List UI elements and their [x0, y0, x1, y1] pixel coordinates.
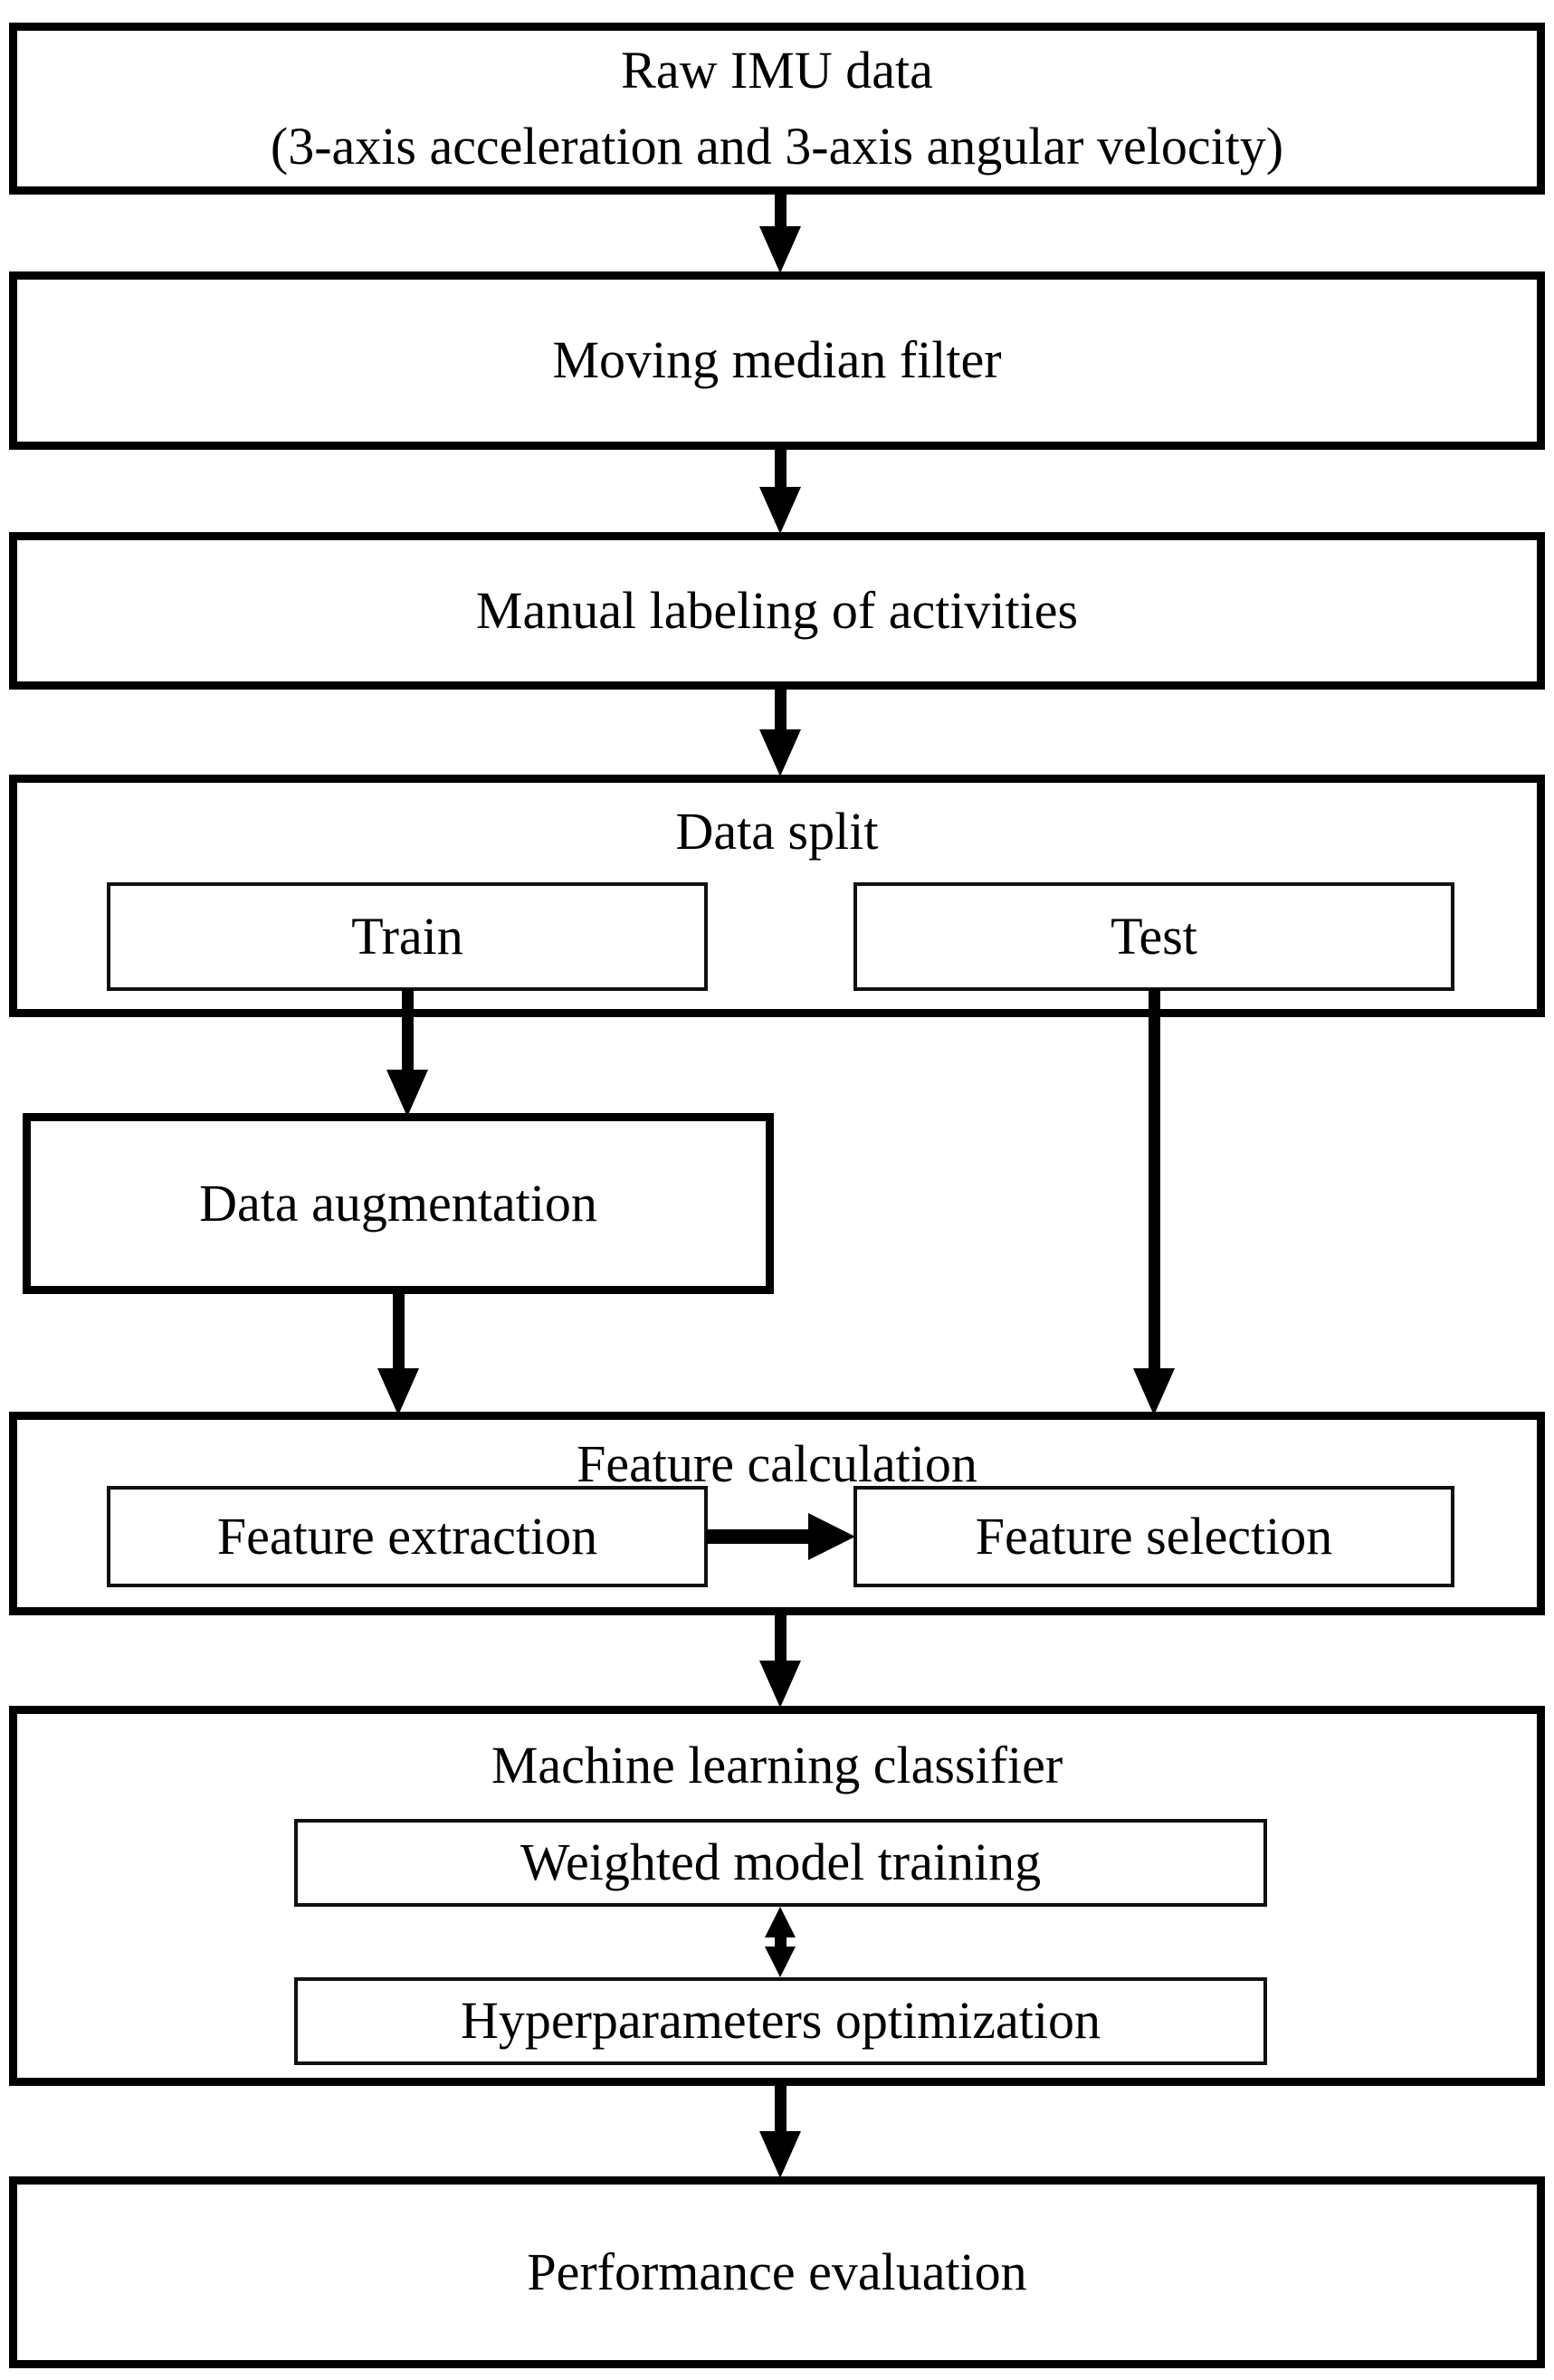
arrowhead-down-icon	[759, 226, 801, 273]
node-hyperparameters-optimization: Hyperparameters optimization	[294, 1977, 1267, 2065]
median-filter-label: Moving median filter	[552, 330, 1002, 390]
feature-extraction-label: Feature extraction	[216, 1506, 598, 1566]
arrowhead-down-icon	[377, 1368, 419, 1415]
node-feature-extraction: Feature extraction	[107, 1486, 708, 1587]
arrow-extraction-to-selection	[706, 1513, 855, 1560]
arrow-stem	[774, 193, 787, 226]
arrow-stem	[401, 989, 414, 1070]
arrowhead-down-icon	[759, 729, 801, 776]
arrow-stem	[774, 1612, 787, 1661]
arrow-stem	[774, 448, 787, 487]
arrow-median-to-labeling	[759, 448, 801, 534]
arrow-training-optimization-bidirectional	[765, 1907, 796, 1977]
test-label: Test	[1111, 906, 1197, 966]
arrow-feature-to-classifier	[759, 1612, 801, 1708]
arrowhead-down-icon	[1133, 1368, 1175, 1415]
arrow-train-to-augmentation	[386, 989, 428, 1117]
arrow-labeling-to-split	[759, 688, 801, 776]
arrow-stem	[392, 1292, 405, 1368]
raw-imu-label-line2: (3-axis acceleration and 3-axis angular …	[270, 117, 1284, 176]
arrow-stem	[1148, 989, 1160, 1368]
raw-imu-label-line1: Raw IMU data	[621, 40, 933, 100]
data-split-label: Data split	[675, 802, 879, 861]
train-label: Train	[351, 906, 463, 966]
data-augmentation-label: Data augmentation	[199, 1173, 597, 1233]
node-weighted-model-training: Weighted model training	[294, 1819, 1267, 1907]
arrow-stem	[706, 1529, 808, 1544]
arrow-stem	[774, 1937, 787, 1947]
feature-calculation-label: Feature calculation	[577, 1434, 977, 1493]
arrowhead-down-icon	[765, 1947, 796, 1977]
arrow-classifier-to-performance	[759, 2084, 801, 2178]
arrowhead-up-icon	[765, 1907, 796, 1937]
node-train: Train	[107, 882, 708, 991]
arrowhead-down-icon	[759, 1661, 801, 1708]
node-performance-evaluation: Performance evaluation	[9, 2176, 1545, 2368]
node-test: Test	[853, 882, 1454, 991]
arrow-raw-to-median	[759, 193, 801, 273]
arrowhead-down-icon	[759, 2131, 801, 2178]
arrowhead-right-icon	[808, 1513, 855, 1560]
arrow-stem	[774, 688, 787, 729]
hyperparameters-optimization-label: Hyperparameters optimization	[460, 1991, 1101, 2051]
arrowhead-down-icon	[386, 1070, 428, 1117]
arrow-stem	[774, 2084, 787, 2131]
node-feature-selection: Feature selection	[853, 1486, 1454, 1587]
ml-classifier-label: Machine learning classifier	[491, 1736, 1063, 1795]
node-moving-median-filter: Moving median filter	[9, 271, 1545, 450]
weighted-model-training-label: Weighted model training	[520, 1833, 1042, 1892]
performance-evaluation-label: Performance evaluation	[527, 2242, 1027, 2301]
node-raw-imu-data: Raw IMU data (3-axis acceleration and 3-…	[9, 23, 1545, 195]
arrow-augmentation-to-feature-calculation	[377, 1292, 419, 1415]
arrowhead-down-icon	[759, 487, 801, 534]
node-manual-labeling: Manual labeling of activities	[9, 532, 1545, 690]
node-data-augmentation: Data augmentation	[23, 1113, 774, 1294]
arrow-test-to-feature-calculation	[1133, 989, 1175, 1415]
manual-labeling-label: Manual labeling of activities	[475, 580, 1079, 640]
feature-selection-label: Feature selection	[975, 1506, 1333, 1566]
